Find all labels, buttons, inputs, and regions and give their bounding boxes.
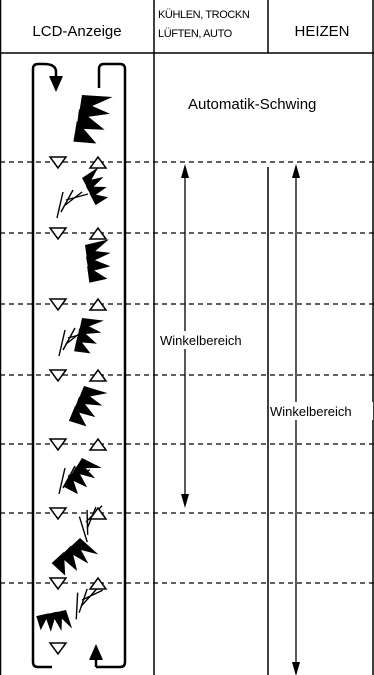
flap-position-icon — [67, 90, 119, 147]
angle-range-heat-label: Winkelbereich — [270, 404, 352, 419]
triangle-down-icon — [48, 227, 68, 241]
arrow-down-icon — [43, 62, 63, 92]
flap-position-icon — [58, 316, 107, 357]
header-heat: HEIZEN — [294, 23, 350, 40]
triangle-down-icon — [48, 507, 68, 521]
flap-position-icon — [33, 585, 108, 643]
flap-position-icon — [68, 384, 108, 428]
triangle-down-icon — [48, 438, 68, 452]
triangle-up-icon — [88, 226, 108, 240]
triangle-down-icon — [48, 642, 68, 656]
cycle-loop-frame — [31, 62, 127, 669]
angle-range-cool-label: Winkelbereich — [160, 333, 242, 348]
triangle-up-icon — [88, 576, 108, 590]
triangle-down-icon — [48, 369, 68, 383]
header-lcd-display: LCD-Anzeige — [32, 23, 122, 40]
arrow-up-icon — [89, 644, 103, 667]
triangle-up-icon — [88, 155, 108, 169]
triangle-up-icon — [88, 368, 108, 382]
triangle-up-icon — [88, 506, 108, 520]
flap-position-icon — [74, 234, 124, 287]
triangle-down-icon — [48, 156, 68, 170]
triangle-up-icon — [88, 437, 108, 451]
flap-position-icon — [58, 455, 103, 499]
triangle-down-icon — [48, 298, 68, 312]
flap-position-icon — [56, 164, 119, 219]
auto-swing-label: Automatik-Schwing — [188, 96, 317, 113]
triangle-down-icon — [48, 577, 68, 591]
triangle-up-icon — [88, 297, 108, 311]
header-cool-modes-line2: LÜFTEN, AUTO — [158, 28, 232, 40]
header-cool-modes-line1: KÜHLEN, TROCKN — [158, 9, 250, 21]
